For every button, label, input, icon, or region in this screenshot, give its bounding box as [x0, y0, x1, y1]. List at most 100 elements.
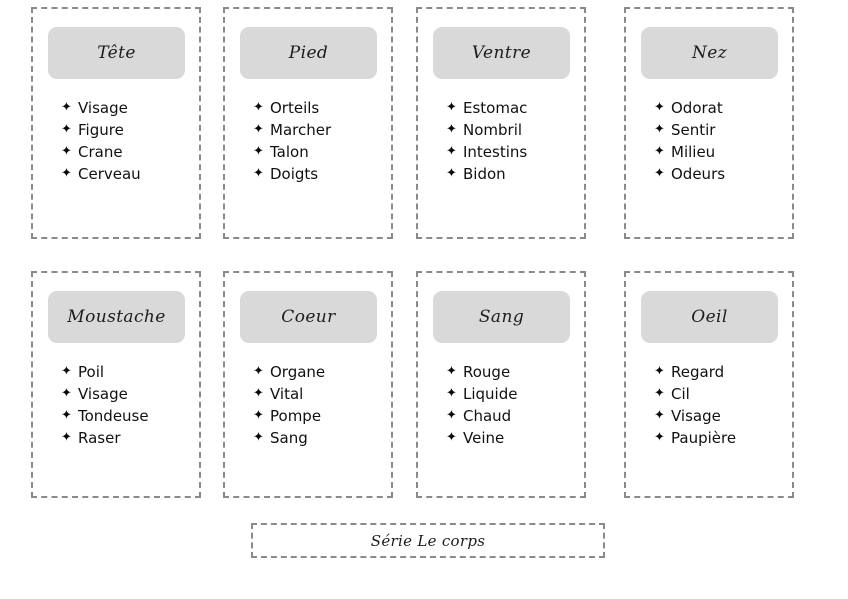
list-item-label: Poil	[78, 363, 105, 381]
card-title: Pied	[288, 42, 329, 63]
card-header-oeil: Oeil	[641, 291, 778, 343]
star-bullet-icon: ✦	[446, 122, 457, 137]
star-bullet-icon: ✦	[61, 364, 72, 379]
list-item-label: Paupière	[671, 429, 737, 447]
list-item-label: Figure	[78, 121, 124, 139]
star-bullet-icon: ✦	[446, 364, 457, 379]
card-header-sang: Sang	[433, 291, 570, 343]
card-word-list: ✦ Rouge ✦ Liquide ✦ Chaud ✦ Veine	[446, 361, 576, 449]
list-item: ✦ Doigts	[253, 163, 383, 185]
list-item: ✦ Nombril	[446, 119, 576, 141]
star-bullet-icon: ✦	[253, 166, 264, 181]
list-item: ✦ Talon	[253, 141, 383, 163]
list-item-label: Sang	[270, 429, 308, 447]
list-item-label: Chaud	[463, 407, 512, 425]
list-item-label: Intestins	[463, 143, 528, 161]
word-card-nez[interactable]: Nez ✦ Odorat ✦ Sentir ✦ Milieu ✦ Odeurs	[624, 7, 794, 239]
list-item-label: Pompe	[270, 407, 322, 425]
star-bullet-icon: ✦	[446, 430, 457, 445]
list-item: ✦ Estomac	[446, 97, 576, 119]
word-card-coeur[interactable]: Coeur ✦ Organe ✦ Vital ✦ Pompe ✦ Sang	[223, 271, 393, 498]
card-title: Oeil	[691, 306, 728, 327]
card-word-list: ✦ Organe ✦ Vital ✦ Pompe ✦ Sang	[253, 361, 383, 449]
list-item-label: Organe	[270, 363, 326, 381]
list-item: ✦ Liquide	[446, 383, 576, 405]
word-card-pied[interactable]: Pied ✦ Orteils ✦ Marcher ✦ Talon ✦ Doigt…	[223, 7, 393, 239]
list-item: ✦ Pompe	[253, 405, 383, 427]
list-item: ✦ Rouge	[446, 361, 576, 383]
list-item: ✦ Sang	[253, 427, 383, 449]
list-item: ✦ Raser	[61, 427, 191, 449]
list-item: ✦ Sentir	[654, 119, 784, 141]
list-item-label: Visage	[78, 385, 128, 403]
list-item-label: Cil	[671, 385, 690, 403]
card-title: Nez	[691, 42, 728, 63]
star-bullet-icon: ✦	[654, 166, 665, 181]
star-bullet-icon: ✦	[61, 100, 72, 115]
card-word-list: ✦ Orteils ✦ Marcher ✦ Talon ✦ Doigts	[253, 97, 383, 185]
star-bullet-icon: ✦	[654, 386, 665, 401]
card-header-moustache: Moustache	[48, 291, 185, 343]
card-word-list: ✦ Poil ✦ Visage ✦ Tondeuse ✦ Raser	[61, 361, 191, 449]
list-item: ✦ Marcher	[253, 119, 383, 141]
list-item-label: Bidon	[463, 165, 506, 183]
word-card-oeil[interactable]: Oeil ✦ Regard ✦ Cil ✦ Visage ✦ Paupière	[624, 271, 794, 498]
card-header-tete: Tête	[48, 27, 185, 79]
list-item-label: Talon	[270, 143, 309, 161]
list-item-label: Rouge	[463, 363, 511, 381]
list-item-label: Tondeuse	[78, 407, 149, 425]
card-header-ventre: Ventre	[433, 27, 570, 79]
list-item: ✦ Intestins	[446, 141, 576, 163]
word-card-sang[interactable]: Sang ✦ Rouge ✦ Liquide ✦ Chaud ✦ Veine	[416, 271, 586, 498]
star-bullet-icon: ✦	[253, 144, 264, 159]
star-bullet-icon: ✦	[253, 100, 264, 115]
star-bullet-icon: ✦	[61, 386, 72, 401]
star-bullet-icon: ✦	[446, 386, 457, 401]
list-item-label: Marcher	[270, 121, 332, 139]
list-item: ✦ Cerveau	[61, 163, 191, 185]
star-bullet-icon: ✦	[253, 386, 264, 401]
list-item: ✦ Poil	[61, 361, 191, 383]
word-card-tete[interactable]: Tête ✦ Visage ✦ Figure ✦ Crane ✦ Cerveau	[31, 7, 201, 239]
list-item-label: Cerveau	[78, 165, 141, 183]
card-word-list: ✦ Visage ✦ Figure ✦ Crane ✦ Cerveau	[61, 97, 191, 185]
list-item: ✦ Orteils	[253, 97, 383, 119]
star-bullet-icon: ✦	[61, 166, 72, 181]
list-item: ✦ Figure	[61, 119, 191, 141]
list-item-label: Sentir	[671, 121, 716, 139]
list-item: ✦ Odeurs	[654, 163, 784, 185]
list-item: ✦ Paupière	[654, 427, 784, 449]
card-title: Coeur	[281, 306, 336, 327]
word-card-ventre[interactable]: Ventre ✦ Estomac ✦ Nombril ✦ Intestins ✦…	[416, 7, 586, 239]
list-item-label: Veine	[463, 429, 505, 447]
list-item: ✦ Crane	[61, 141, 191, 163]
list-item: ✦ Visage	[61, 383, 191, 405]
list-item: ✦ Bidon	[446, 163, 576, 185]
word-card-moustache[interactable]: Moustache ✦ Poil ✦ Visage ✦ Tondeuse ✦ R…	[31, 271, 201, 498]
list-item: ✦ Odorat	[654, 97, 784, 119]
list-item: ✦ Veine	[446, 427, 576, 449]
list-item-label: Raser	[78, 429, 121, 447]
star-bullet-icon: ✦	[654, 364, 665, 379]
star-bullet-icon: ✦	[253, 364, 264, 379]
star-bullet-icon: ✦	[654, 430, 665, 445]
card-header-nez: Nez	[641, 27, 778, 79]
star-bullet-icon: ✦	[446, 408, 457, 423]
card-title: Sang	[478, 306, 525, 327]
card-title: Tête	[97, 42, 136, 63]
list-item: ✦ Vital	[253, 383, 383, 405]
list-item: ✦ Cil	[654, 383, 784, 405]
star-bullet-icon: ✦	[253, 408, 264, 423]
star-bullet-icon: ✦	[61, 430, 72, 445]
series-footer[interactable]: Série Le corps	[251, 523, 605, 558]
list-item-label: Odorat	[671, 99, 723, 117]
list-item-label: Visage	[78, 99, 128, 117]
list-item-label: Vital	[270, 385, 304, 403]
list-item: ✦ Visage	[61, 97, 191, 119]
list-item-label: Visage	[671, 407, 721, 425]
list-item-label: Estomac	[463, 99, 528, 117]
list-item: ✦ Milieu	[654, 141, 784, 163]
star-bullet-icon: ✦	[446, 100, 457, 115]
card-title: Ventre	[471, 42, 532, 63]
